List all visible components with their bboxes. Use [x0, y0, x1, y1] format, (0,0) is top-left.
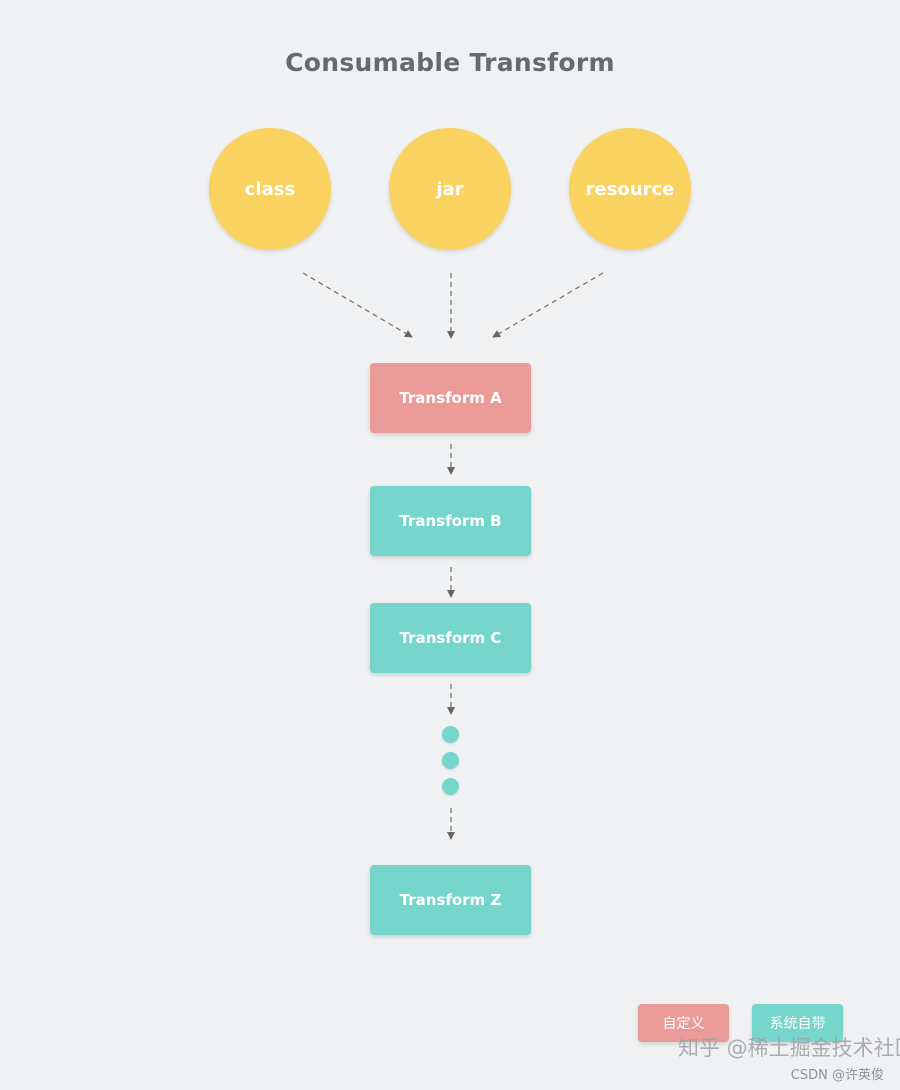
- input-node-jar: jar: [389, 128, 511, 250]
- ellipsis-dot: [442, 778, 459, 795]
- arrow-resource-to-a: [492, 272, 604, 338]
- ellipsis-dot: [442, 726, 459, 743]
- arrow-class-to-a: [302, 272, 413, 338]
- transform-b-node: Transform B: [370, 486, 531, 556]
- diagram-title: Consumable Transform: [285, 48, 615, 77]
- input-node-resource: resource: [569, 128, 691, 250]
- transform-z-node: Transform Z: [370, 865, 531, 935]
- legend-custom: 自定义: [638, 1004, 729, 1042]
- transform-a-node: Transform A: [370, 363, 531, 433]
- legend-system: 系统自带: [752, 1004, 843, 1042]
- ellipsis-dot: [442, 752, 459, 769]
- watermark-zhihu: 知乎 @稀土掘金技术社区: [678, 1036, 900, 1060]
- watermark-csdn: CSDN @许英俊: [790, 1068, 884, 1083]
- input-node-class: class: [209, 128, 331, 250]
- transform-c-node: Transform C: [370, 603, 531, 673]
